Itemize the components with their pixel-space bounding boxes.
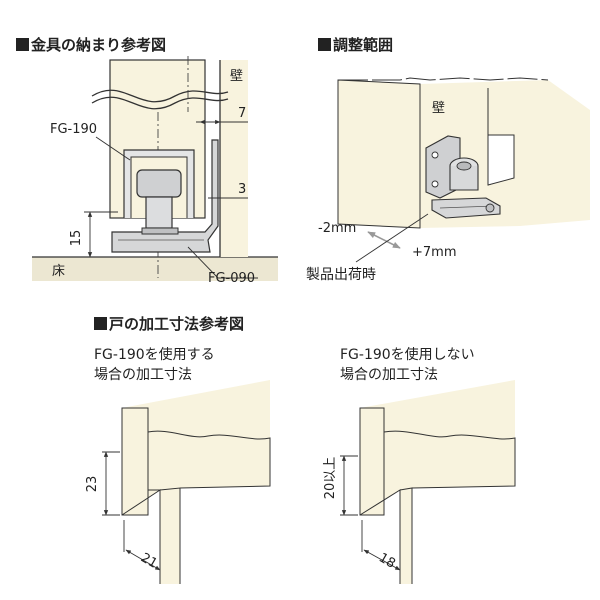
section-title-fitting: 金具の納まり参考図 (16, 34, 166, 55)
section-title-adjust: 調整範囲 (318, 34, 393, 55)
door-notch-with-drawing: 23 21 (85, 380, 271, 584)
roller-stem (145, 196, 173, 229)
adjust-plus-label: +7mm (412, 245, 457, 260)
with-depth-label: 23 (85, 476, 100, 493)
adjust-range-drawing: 壁 -2mm +7mm 製品出荷時 (306, 77, 590, 283)
door-notch-without-drawing: 20以上 18 (323, 380, 516, 584)
square-bullet-icon (16, 38, 29, 51)
caption-without-fg190: FG-190を使用しない 場合の加工寸法 (340, 347, 475, 383)
floor-area (32, 257, 278, 281)
without-depth-label: 20以上 (323, 457, 338, 500)
dim-side-label: 3 (238, 182, 246, 197)
factory-setting-label: 製品出荷時 (306, 267, 376, 283)
wall (220, 60, 248, 257)
fitting-section-drawing: 15 7 3 壁 床 FG-190 FG-090 (32, 56, 278, 286)
door-face (337, 79, 421, 229)
fitting-wall-label: 壁 (230, 69, 243, 84)
fitting-floor-label: 床 (52, 264, 65, 279)
dim-gap-label: 7 (238, 106, 246, 121)
adjust-minus-label: -2mm (318, 221, 356, 236)
dim-height-label: 15 (69, 230, 84, 247)
part-fg090-label: FG-090 (208, 271, 255, 286)
square-bullet-icon (318, 38, 331, 51)
with-width-label: 21 (138, 550, 160, 571)
square-bullet-icon (94, 317, 107, 330)
without-width-label: 18 (376, 550, 398, 571)
section-title-door: 戸の加工寸法参考図 (94, 313, 244, 334)
adjust-wall-label: 壁 (432, 101, 445, 116)
part-fg190-label: FG-190 (50, 122, 97, 137)
roller-cap (136, 169, 182, 198)
caption-with-fg190: FG-190を使用する 場合の加工寸法 (94, 347, 215, 383)
